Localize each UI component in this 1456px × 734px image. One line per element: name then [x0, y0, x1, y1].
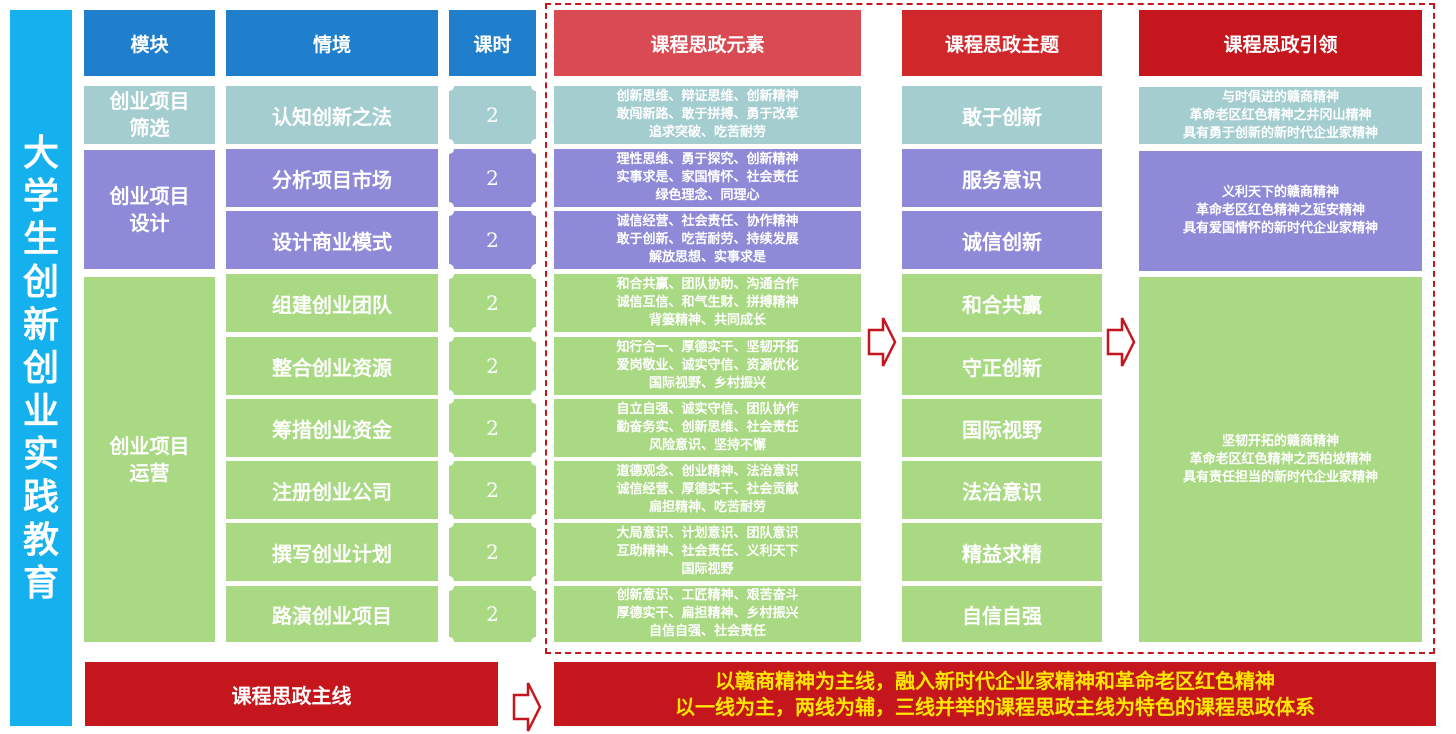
theme-cell: 国际视野: [902, 399, 1102, 457]
situation-cell: 认知创新之法: [226, 86, 438, 144]
theme-cell: 诚信创新: [902, 211, 1102, 269]
vertical-title: 大学生创新创业实践教育: [10, 10, 72, 726]
mainline-text: 以赣商精神为主线，融入新时代企业家精神和革命老区红色精神 以一线为主，两线为辅，…: [554, 662, 1436, 726]
title-char: 业: [22, 389, 59, 432]
ticket-notch: [531, 637, 541, 647]
theme-cell: 自信自强: [902, 586, 1102, 642]
ticket-notch: [531, 394, 541, 404]
ticket-notch: [531, 206, 541, 216]
ticket-notch: [531, 456, 541, 466]
theme-cell: 和合共赢: [902, 274, 1102, 332]
header-leads: 课程思政引领: [1139, 10, 1422, 76]
hours-cell: 2: [444, 269, 541, 337]
lead-jinggangshan: 与时俱进的赣商精神 革命老区红色精神之井冈山精神 具有勇于创新的新时代企业家精神: [1139, 87, 1422, 144]
hours-cell: 2: [444, 206, 541, 274]
title-char: 大: [22, 131, 59, 174]
ticket-notch: [444, 269, 454, 279]
title-char: 创: [22, 346, 59, 389]
element-cell: 道德观念、创业精神、法治意识 诚信经营、厚德实干、社会贡献 扁担精神、吃苦耐劳: [554, 461, 861, 519]
ticket-notch: [531, 144, 541, 154]
element-cell: 创新意识、工匠精神、艰苦奋斗 厚德实干、扁担精神、乡村振兴 自信自强、社会责任: [554, 586, 861, 642]
arrow-right-icon: [867, 317, 897, 367]
title-char: 生: [22, 217, 59, 260]
element-cell: 诚信经营、社会责任、协作精神 敢于创新、吃苦耐劳、持续发展 解放思想、实事求是: [554, 211, 861, 269]
module-design: 创业项目 设计: [84, 150, 215, 269]
arrow-right-icon: [512, 682, 542, 732]
theme-cell: 服务意识: [902, 149, 1102, 207]
theme-cell: 精益求精: [902, 523, 1102, 581]
ticket-notch: [531, 332, 541, 342]
situation-cell: 撰写创业计划: [226, 523, 438, 581]
lead-yanan: 义利天下的赣商精神 革命老区红色精神之延安精神 具有爱国情怀的新时代企业家精神: [1139, 151, 1422, 271]
ticket-notch: [444, 144, 454, 154]
ticket-notch: [444, 518, 454, 528]
hours-cell: 2: [444, 81, 541, 149]
header-elements: 课程思政元素: [554, 10, 861, 76]
element-cell: 大局意识、计划意识、团队意识 互助精神、社会责任、义利天下 国际视野: [554, 523, 861, 581]
ticket-notch: [444, 332, 454, 342]
situation-cell: 分析项目市场: [226, 149, 438, 207]
ticket-notch: [444, 394, 454, 404]
header-themes: 课程思政主题: [902, 10, 1102, 76]
element-cell: 知行合一、厚德实干、坚韧开拓 爱岗敬业、诚实守信、资源优化 国际视野、乡村振兴: [554, 337, 861, 395]
theme-cell: 守正创新: [902, 337, 1102, 395]
lead-xibaipo: 坚韧开拓的赣商精神 革命老区红色精神之西柏坡精神 具有责任担当的新时代企业家精神: [1139, 277, 1422, 642]
title-char: 教: [22, 518, 59, 561]
theme-cell: 敢于创新: [902, 86, 1102, 144]
situation-cell: 筹措创业资金: [226, 399, 438, 457]
situation-cell: 注册创业公司: [226, 461, 438, 519]
theme-cell: 法治意识: [902, 461, 1102, 519]
header-hours: 课时: [449, 10, 536, 76]
situation-cell: 整合创业资源: [226, 337, 438, 395]
mainline-label: 课程思政主线: [85, 662, 498, 726]
hours-cell: 2: [444, 581, 541, 647]
elements-frame: [545, 3, 1435, 654]
title-char: 育: [22, 561, 59, 604]
title-char: 新: [22, 303, 59, 346]
ticket-notch: [444, 637, 454, 647]
ticket-notch: [531, 581, 541, 591]
header-module: 模块: [84, 10, 215, 76]
title-char: 学: [22, 174, 59, 217]
situation-cell: 设计商业模式: [226, 211, 438, 269]
module-operation: 创业项目 运营: [84, 277, 215, 642]
ticket-notch: [444, 456, 454, 466]
hours-cell: 2: [444, 456, 541, 524]
title-char: 实: [22, 432, 59, 475]
element-cell: 理性思维、勇于探究、创新精神 实事求是、家国情怀、社会责任 绿色理念、同理心: [554, 149, 861, 207]
ticket-notch: [531, 518, 541, 528]
ticket-notch: [531, 81, 541, 91]
module-screening: 创业项目 筛选: [84, 86, 215, 144]
hours-cell: 2: [444, 332, 541, 400]
ticket-notch: [444, 81, 454, 91]
hours-cell: 2: [444, 394, 541, 462]
title-char: 践: [22, 475, 59, 518]
element-cell: 自立自强、诚实守信、团队协作 勤奋务实、创新思维、社会责任 风险意识、坚持不懈: [554, 399, 861, 457]
arrow-right-icon: [1106, 317, 1136, 367]
hours-cell: 2: [444, 518, 541, 586]
situation-cell: 路演创业项目: [226, 586, 438, 642]
hours-cell: 2: [444, 144, 541, 212]
header-situation: 情境: [226, 10, 438, 76]
title-char: 创: [22, 260, 59, 303]
element-cell: 创新思维、辩证思维、创新精神 敢闯新路、敢于拼搏、勇于改革 追求突破、吃苦耐劳: [554, 86, 861, 144]
ticket-notch: [531, 269, 541, 279]
ticket-notch: [444, 206, 454, 216]
ticket-notch: [444, 581, 454, 591]
element-cell: 和合共赢、团队协助、沟通合作 诚信互信、和气生财、拼搏精神 背篓精神、共同成长: [554, 274, 861, 332]
situation-cell: 组建创业团队: [226, 274, 438, 332]
